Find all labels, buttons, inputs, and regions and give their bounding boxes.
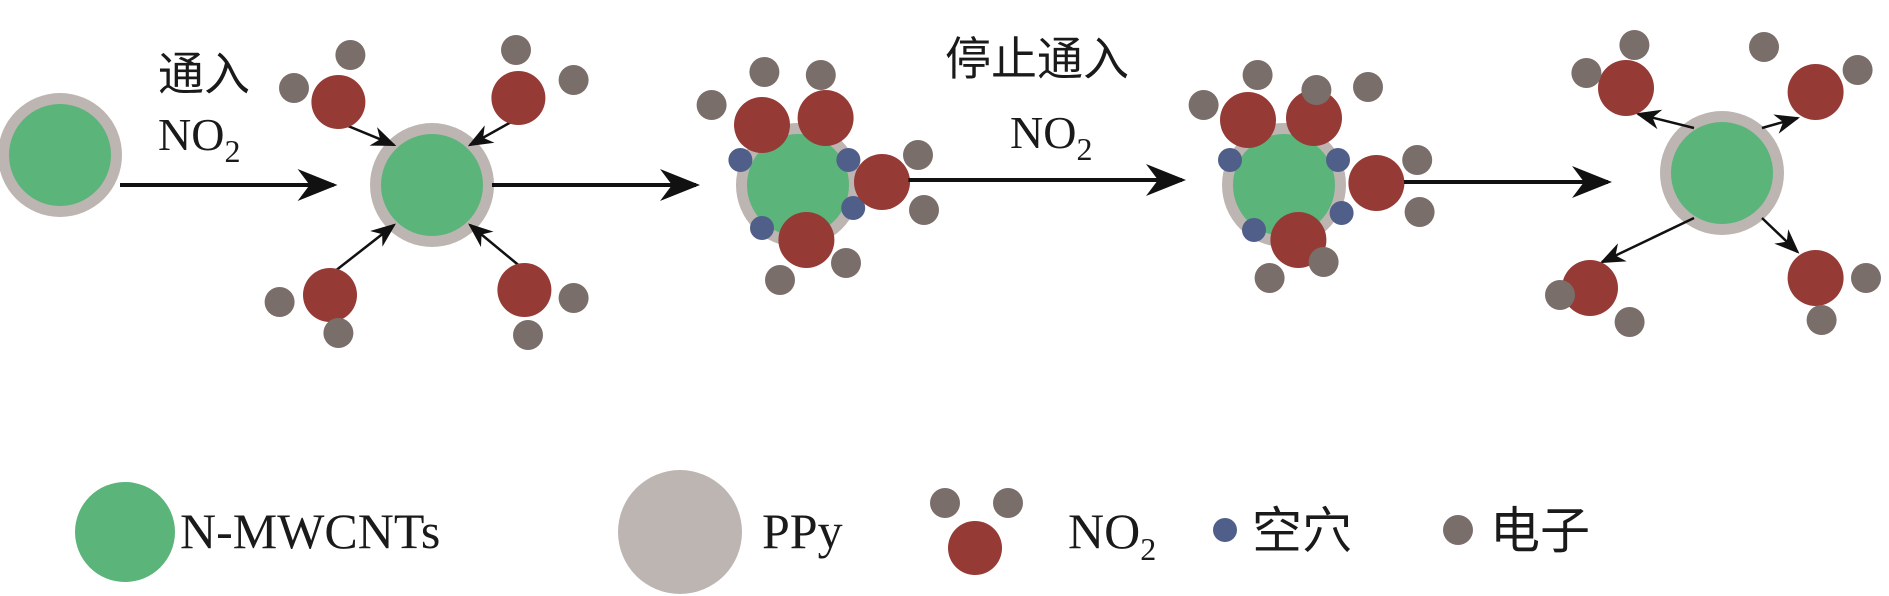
legend-ppy-label: PPy (762, 503, 843, 559)
step3-label-no2: NO2 (1010, 107, 1092, 167)
electron (335, 40, 366, 70)
electron (1545, 280, 1575, 310)
no2-molecule (491, 71, 546, 125)
legend-no2-swatch (948, 521, 1002, 575)
electron (1254, 263, 1285, 293)
electron (558, 283, 589, 313)
hole (841, 196, 866, 220)
legend-nmwcnts-swatch (75, 482, 175, 582)
electron (513, 320, 543, 350)
electron (1749, 32, 1779, 62)
desorb-arrow (1599, 216, 1695, 264)
hole (1242, 218, 1266, 242)
desorb-arrow (1761, 217, 1800, 254)
electron (1308, 247, 1339, 277)
electron (1851, 263, 1881, 293)
stage1-nmwcnts-core (9, 104, 111, 206)
stage3-nmwcnts-core (747, 134, 849, 236)
adsorb-arrow (468, 223, 526, 271)
electron (558, 65, 589, 95)
legend-no2-label: NO2 (1068, 503, 1156, 567)
electron (264, 287, 295, 317)
electron (805, 60, 836, 90)
electron (1188, 90, 1219, 120)
desorb-arrow (1761, 114, 1801, 134)
hole (1218, 148, 1242, 172)
no2-molecule (1598, 60, 1654, 116)
electron (903, 140, 933, 170)
electron (323, 318, 354, 348)
no2-molecule (311, 75, 366, 129)
no2-molecule (497, 263, 552, 317)
stage2-nmwcnts-core (381, 134, 483, 236)
electron (1571, 58, 1602, 88)
legend-electron-label: 电子 (1490, 503, 1590, 559)
step3-label-line1: 停止通入 (945, 34, 1129, 85)
hole (1329, 201, 1354, 225)
hole (836, 148, 861, 172)
electron (831, 248, 861, 278)
no2-molecule (734, 97, 790, 153)
no2-molecule (1220, 92, 1276, 148)
legend-ppy-swatch (618, 470, 742, 594)
stage5-nmwcnts-core (1671, 122, 1773, 224)
electron (1242, 60, 1273, 90)
electron (1806, 305, 1837, 335)
electron (749, 57, 780, 87)
no2-molecule (1562, 260, 1618, 316)
step1-label-no2: NO2 (158, 109, 240, 169)
electron (1301, 75, 1332, 105)
step1-label-line1: 通入 (158, 49, 250, 100)
no2-molecule (1286, 90, 1342, 146)
electron (1402, 145, 1433, 175)
hole (750, 216, 774, 240)
electron (1614, 307, 1645, 337)
legend-no2-electron-swatch (993, 488, 1023, 518)
legend-hole-label: 空穴 (1252, 503, 1352, 559)
electron (501, 35, 531, 65)
electron (1404, 197, 1435, 227)
no2-molecule (854, 154, 910, 210)
legend-hole-swatch (1213, 518, 1237, 542)
electron (1842, 55, 1873, 85)
no2-molecule (1787, 64, 1844, 120)
electron (1619, 30, 1650, 60)
hole (728, 148, 753, 172)
legend-no2-electron-swatch (930, 488, 960, 518)
desorb-arrow (1635, 109, 1695, 130)
electron (765, 265, 795, 295)
no2-molecule (303, 268, 357, 322)
electron (696, 90, 727, 120)
no2-molecule (1348, 155, 1405, 211)
legend-electron-swatch (1443, 515, 1473, 545)
electron (909, 195, 939, 225)
legend-nmwcnts-label: N-MWCNTs (180, 503, 440, 559)
no2-molecule (1787, 250, 1844, 306)
no2-molecule (797, 90, 854, 146)
adsorb-arrow (329, 223, 396, 276)
electron (279, 73, 309, 103)
hole (1326, 148, 1350, 172)
stage4-nmwcnts-core (1233, 134, 1335, 236)
electron (1353, 72, 1383, 102)
no2-molecule (778, 212, 835, 268)
